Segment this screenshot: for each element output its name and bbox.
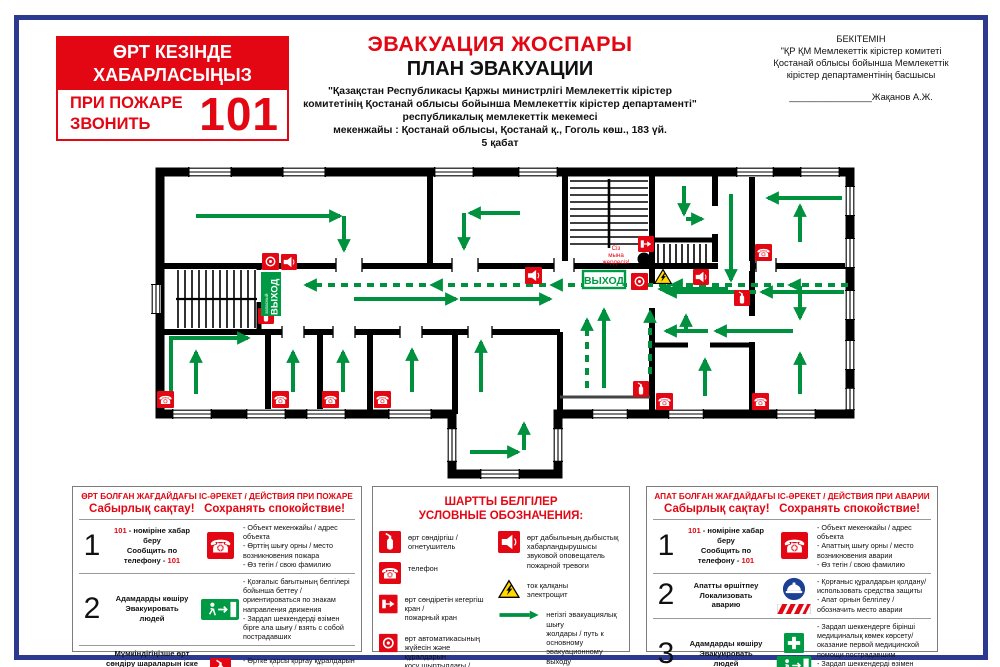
sound-alarm-icon — [525, 267, 542, 284]
action-row: 3 Мүмкіндігіңізше өрт сөндіру шараларын … — [79, 645, 355, 667]
fire-extinguisher-icon — [734, 289, 750, 307]
panel-subtitle: Сабырлық сақтау! Сохранять спокойствие! — [89, 502, 345, 515]
legend-item: өрт сөндіретін кегергіш кран / пожарный … — [379, 593, 490, 623]
svg-text:запасный: запасный — [263, 293, 269, 314]
telephone-icon — [781, 532, 808, 559]
sound-alarm-icon — [693, 269, 709, 285]
door-jambs — [281, 258, 777, 338]
you-are-here-dot — [637, 252, 651, 266]
legend-item: өрт сөндіргіш / огнетушитель — [379, 531, 490, 553]
page-border — [14, 15, 988, 660]
telephone-icon — [272, 391, 289, 408]
title-kk: ЭВАКУАЦИЯ ЖОСПАРЫ — [367, 32, 633, 56]
svg-text:мына: мына — [608, 252, 624, 259]
protective-helmet-icon — [782, 577, 806, 601]
telephone-icon — [379, 562, 401, 584]
telephone-icon — [752, 393, 769, 410]
emergency-exit-icon — [201, 598, 239, 620]
svg-text:Сіз: Сіз — [612, 245, 621, 252]
fire-automation-button-icon — [262, 253, 279, 270]
action-row: 2 Адамдарды көшіру Эвакуировать людей - … — [79, 572, 355, 642]
fire-call-ru: ПРИ ПОЖАРЕ ЗВОНИТЬ — [70, 93, 183, 133]
fire-automation-button-icon — [631, 273, 648, 290]
telephone-icon — [374, 391, 391, 408]
action-row: 3 Адамдарды көшіру Эвакуировать людей - … — [653, 617, 931, 667]
stairs-central — [570, 179, 648, 248]
floor-plan: ☎ — [151, 167, 855, 479]
address-line: мекенжайы : Қостанай облысы, Қостанай қ.… — [333, 125, 667, 136]
exit-sign-reserve: запасный ВЫХОД — [261, 272, 281, 316]
sound-alarm-icon — [281, 254, 297, 270]
emergency-number: 101 — [199, 87, 279, 140]
fire-call-kk: ӨРТ КЕЗІНДЕ ХАБАРЛАСЫҢЫЗ — [58, 38, 287, 90]
svg-text:жердесіз!: жердесіз! — [603, 259, 630, 266]
approval-block: БЕКІТЕМІН "ҚР ҚМ Мемлекеттік кірістер ко… — [752, 33, 970, 103]
fire-hose-icon — [379, 593, 398, 615]
fire-extinguisher-icon — [210, 658, 231, 667]
fire-actions-panel: ӨРТ БОЛҒАН ЖАҒДАЙДАҒЫ ІС-ӘРЕКЕТ / ДЕЙСТВ… — [72, 486, 362, 667]
accident-actions-panel: АПАТ БОЛҒАН ЖАҒДАЙДАҒЫ ІС-ӘРЕКЕТ / ДЕЙСТ… — [646, 486, 938, 667]
panel-subtitle: Сабырлық сақтау! Сохранять спокойствие! — [664, 502, 920, 515]
approval-title: БЕКІТЕМІН — [836, 34, 886, 44]
approval-signature: ________________Жақанов А.Ж. — [789, 92, 933, 103]
fire-automation-button-icon — [379, 632, 398, 654]
telephone-icon — [207, 532, 234, 559]
header: ЭВАКУАЦИЯ ЖОСПАРЫ ПЛАН ЭВАКУАЦИИ "Қазақс… — [283, 32, 717, 150]
exit-sign-main: ВЫХОД — [581, 269, 627, 290]
legend-item: өрт автоматикасының жүйесін және құралда… — [379, 632, 490, 667]
floor-label: 5 қабат — [481, 138, 519, 149]
legend-title-ru: УСЛОВНЫЕ ОБОЗНАЧЕНИЯ: — [418, 510, 584, 523]
first-aid-cross-icon — [784, 633, 804, 654]
telephone-icon — [322, 391, 339, 408]
legend-title-kk: ШАРТТЫ БЕЛГІЛЕР — [444, 496, 558, 508]
stairs-left — [176, 270, 257, 328]
telephone-icon — [755, 244, 772, 261]
action-row: 1 101 - номіріне хабар беру Сообщить по … — [79, 518, 355, 569]
fire-extinguisher-icon — [379, 531, 401, 553]
legend-item: ток қалқаны электрощит — [498, 579, 623, 600]
emergency-exit-icon — [776, 656, 812, 667]
action-row: 1 101 - номіріне хабар беру Сообщить по … — [653, 518, 931, 569]
action-row: 2 Апатты өршітпеу Локализовать аварию - — [653, 572, 931, 614]
electrical-panel-icon — [654, 269, 672, 284]
sound-alarm-icon — [498, 531, 520, 553]
legend-panel: ШАРТТЫ БЕЛГІЛЕР УСЛОВНЫЕ ОБОЗНАЧЕНИЯ: өр… — [372, 486, 630, 667]
panel-title: ӨРТ БОЛҒАН ЖАҒДАЙДАҒЫ ІС-ӘРЕКЕТ / ДЕЙСТВ… — [81, 492, 353, 501]
panel-title: АПАТ БОЛҒАН ЖАҒДАЙДАҒЫ ІС-ӘРЕКЕТ / ДЕЙСТ… — [654, 492, 930, 501]
svg-text:ВЫХОД: ВЫХОД — [270, 278, 281, 315]
legend-item: өрт дабылының дыбыстық хабарландырушысы … — [498, 531, 623, 570]
stairs-small — [657, 244, 707, 264]
telephone-icon — [157, 391, 174, 408]
fire-extinguisher-icon — [633, 380, 649, 398]
legend-item: негізгі эвакуациялық шығу жолдары / путь… — [498, 608, 623, 666]
electrical-panel-icon — [498, 579, 520, 599]
barrier-tape-icon — [777, 603, 811, 614]
legend-item: телефон — [379, 562, 490, 584]
fire-call-box: ӨРТ КЕЗІНДЕ ХАБАРЛАСЫҢЫЗ ПРИ ПОЖАРЕ ЗВОН… — [56, 36, 289, 141]
organization-name: "Қазақстан Республикасы Қаржы министрліг… — [303, 86, 697, 123]
evacuation-arrows — [169, 186, 848, 459]
main-route-arrow-icon — [499, 610, 539, 620]
title-ru: ПЛАН ЭВАКУАЦИИ — [406, 58, 594, 80]
telephone-icon — [656, 393, 673, 410]
you-are-here: Сіз мына жердесіз! — [603, 245, 651, 266]
fire-hose-icon — [638, 236, 654, 252]
svg-text:ВЫХОД: ВЫХОД — [584, 275, 625, 287]
